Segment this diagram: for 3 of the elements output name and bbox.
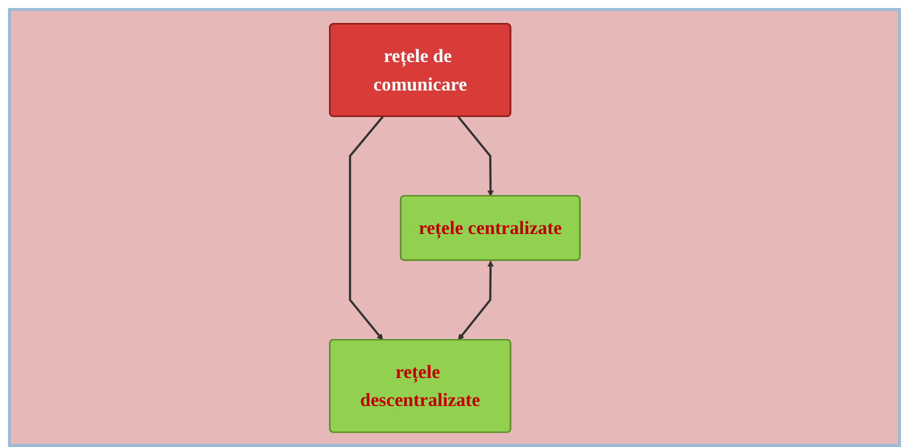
arrow <box>458 260 494 340</box>
arrow <box>457 116 494 196</box>
arrow <box>348 116 384 340</box>
